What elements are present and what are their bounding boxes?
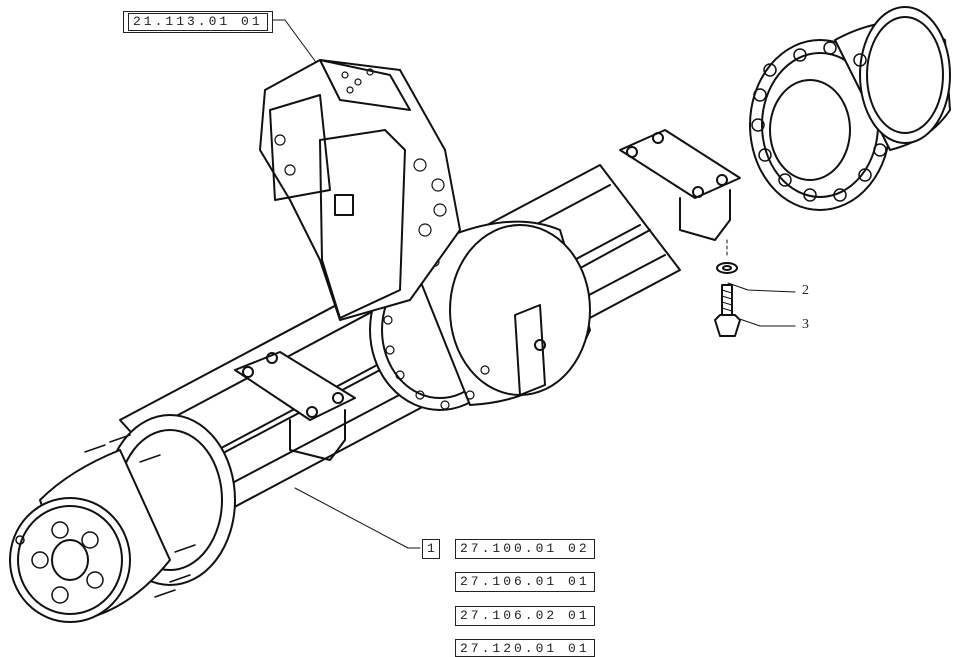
right-hub-studs xyxy=(751,41,887,202)
right-hub xyxy=(749,6,951,211)
callout-washer: 2 xyxy=(802,283,809,299)
top-reference-text: 21.113.01 01 xyxy=(128,13,268,31)
right-mounting-pad xyxy=(619,129,741,241)
reference-list-item-3: 27.106.02 01 xyxy=(455,606,595,626)
reference-list-item-2: 27.106.01 01 xyxy=(455,572,595,592)
callout-bolt: 3 xyxy=(802,317,809,333)
bolt xyxy=(714,284,741,337)
differential-housing xyxy=(369,220,591,411)
reference-list-item-1: 27.100.01 02 xyxy=(455,539,595,559)
reference-list-text-4: 27.120.01 01 xyxy=(460,641,590,656)
left-hub xyxy=(9,414,236,623)
top-reference-label: 21.113.01 01 xyxy=(123,11,273,33)
left-mounting-pad xyxy=(234,351,356,461)
callout-washer-text: 2 xyxy=(802,283,809,298)
reference-list-text-1: 27.100.01 02 xyxy=(460,541,590,556)
left-hub-studs xyxy=(84,434,196,598)
gearbox-unit xyxy=(259,59,461,321)
reference-list-text-2: 27.106.01 01 xyxy=(460,574,590,589)
reference-list-text-3: 27.106.02 01 xyxy=(460,608,590,623)
reference-list-item-4: 27.120.01 01 xyxy=(455,639,595,657)
callout-bolt-text: 3 xyxy=(802,317,809,332)
left-hub-holes xyxy=(15,521,104,604)
washer xyxy=(716,262,738,274)
item-number-box: 1 xyxy=(422,539,440,559)
item-number-text: 1 xyxy=(427,541,435,556)
